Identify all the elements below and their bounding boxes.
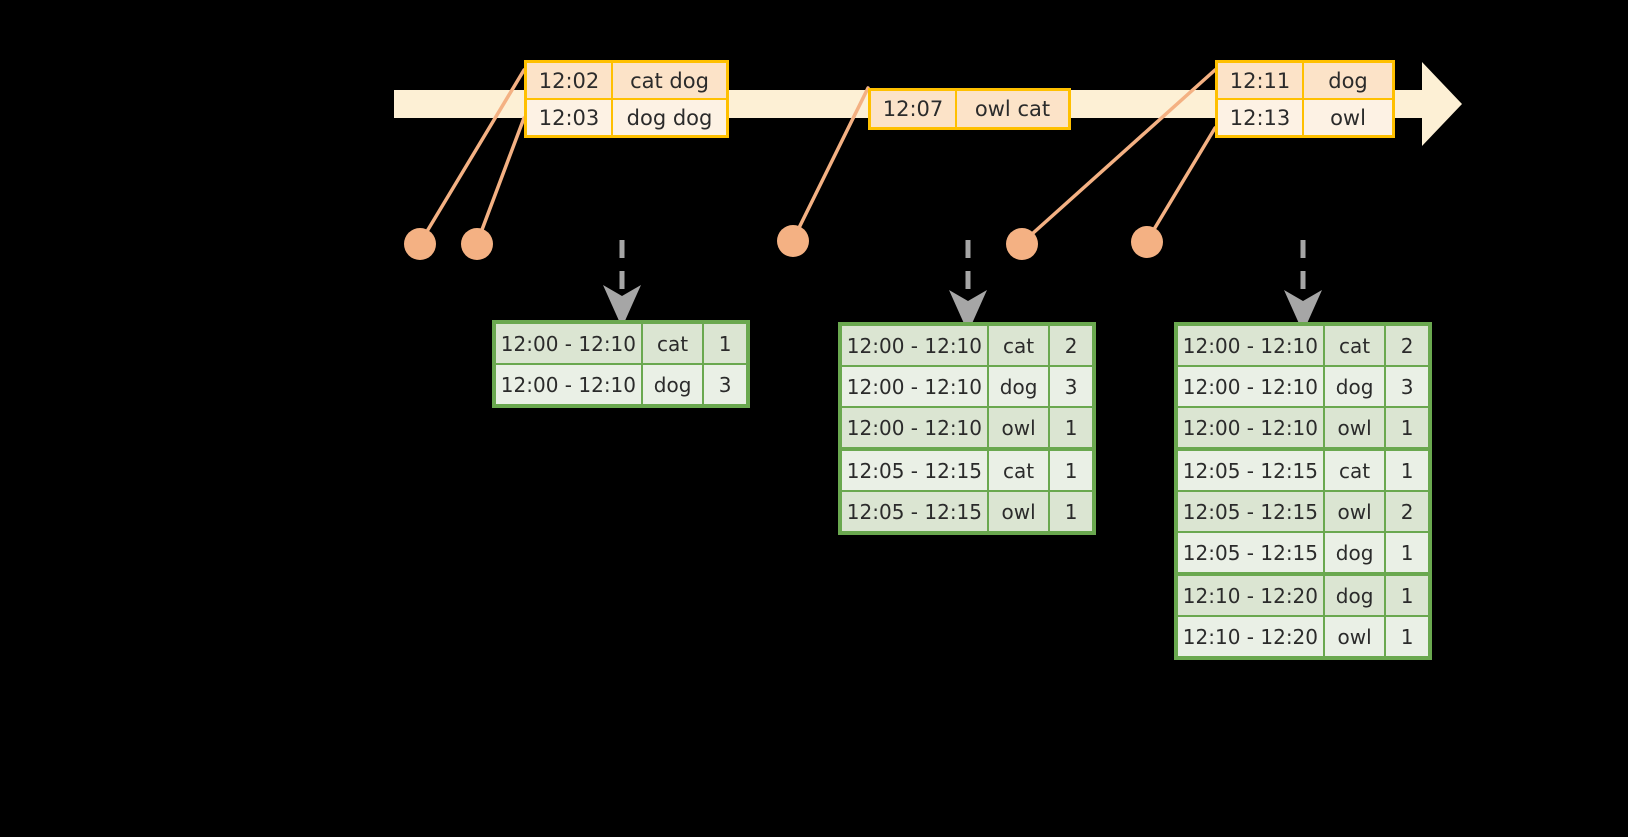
window-cell: 12:00 - 12:10 <box>842 408 989 447</box>
key-cell: dog <box>1325 576 1387 615</box>
event-words: cat dog <box>630 68 709 93</box>
event-box-3[interactable]: 12:11 dog 12:13 owl <box>1215 60 1395 138</box>
count-cell: 1 <box>1400 458 1414 483</box>
event-box-2[interactable]: 12:07 owl cat <box>868 88 1071 130</box>
table-row[interactable]: 12:00 - 12:10 cat 1 <box>496 324 746 363</box>
key-cell: cat <box>1325 451 1387 490</box>
table-row[interactable]: 12:00 - 12:10 dog 3 <box>1178 365 1428 406</box>
window-cell: 12:00 - 12:10 <box>496 365 643 404</box>
window-cell: 12:05 - 12:15 <box>1178 533 1325 572</box>
window-cell: 12:00 - 12:10 <box>1178 326 1325 365</box>
event-time: 12:07 <box>871 91 957 127</box>
count-cell: 2 <box>1400 333 1414 358</box>
window-cell: 12:00 - 12:10 <box>842 326 989 365</box>
count-cell: 2 <box>1400 499 1414 524</box>
table-row[interactable]: 12:05 - 12:15 cat 1 <box>1178 447 1428 490</box>
key-cell: dog <box>1325 367 1387 406</box>
event-words: owl cat <box>974 97 1051 121</box>
key-cell: owl <box>1325 617 1387 656</box>
window-cell: 12:00 - 12:10 <box>496 324 643 363</box>
count-cell: 1 <box>1400 415 1414 440</box>
key-cell: owl <box>1325 492 1387 531</box>
event-words: dog <box>1328 68 1368 93</box>
count-cell: 1 <box>1064 458 1078 483</box>
window-cell: 12:05 - 12:15 <box>1178 451 1325 490</box>
event-time: 12:03 <box>527 100 613 135</box>
count-cell: 1 <box>1400 624 1414 649</box>
connector-dot-4 <box>1006 228 1038 260</box>
table-row[interactable]: 12:05 - 12:15 cat 1 <box>842 447 1092 490</box>
table-row[interactable]: 12:00 - 12:10 owl 1 <box>1178 406 1428 447</box>
event-time: 12:11 <box>1218 63 1304 98</box>
table-row[interactable]: 12:05 - 12:15 owl 2 <box>1178 490 1428 531</box>
event-row[interactable]: 12:07 owl cat <box>871 91 1068 127</box>
table-row[interactable]: 12:10 - 12:20 owl 1 <box>1178 615 1428 656</box>
event-box-1[interactable]: 12:02 cat dog 12:03 dog dog <box>524 60 729 138</box>
window-cell: 12:05 - 12:15 <box>842 492 989 531</box>
window-cell: 12:05 - 12:15 <box>842 451 989 490</box>
window-cell: 12:10 - 12:20 <box>1178 576 1325 615</box>
event-row[interactable]: 12:02 cat dog <box>527 63 726 98</box>
count-cell: 2 <box>1064 333 1078 358</box>
window-cell: 12:05 - 12:15 <box>1178 492 1325 531</box>
connector-dots <box>404 225 1163 260</box>
key-cell: owl <box>1325 408 1387 447</box>
count-cell: 1 <box>1400 540 1414 565</box>
key-cell: dog <box>643 365 705 404</box>
table-row[interactable]: 12:00 - 12:10 dog 3 <box>496 363 746 404</box>
window-cell: 12:00 - 12:10 <box>1178 367 1325 406</box>
window-cell: 12:00 - 12:10 <box>842 367 989 406</box>
table-row[interactable]: 12:05 - 12:15 dog 1 <box>1178 531 1428 572</box>
key-cell: dog <box>989 367 1051 406</box>
connector-dot-2 <box>461 228 493 260</box>
key-cell: owl <box>989 492 1051 531</box>
key-cell: cat <box>989 451 1051 490</box>
connector-lines <box>418 68 1217 245</box>
event-row[interactable]: 12:03 dog dog <box>527 98 726 135</box>
count-cell: 1 <box>1064 499 1078 524</box>
count-cell: 1 <box>1064 415 1078 440</box>
table-row[interactable]: 12:05 - 12:15 owl 1 <box>842 490 1092 531</box>
window-cell: 12:00 - 12:10 <box>1178 408 1325 447</box>
count-cell: 1 <box>718 331 732 356</box>
key-cell: cat <box>1325 326 1387 365</box>
table-row[interactable]: 12:00 - 12:10 cat 2 <box>842 326 1092 365</box>
dashed-arrows <box>603 240 1322 333</box>
connector-dot-1 <box>404 228 436 260</box>
count-cell: 3 <box>1064 374 1078 399</box>
connector-line-1 <box>418 68 526 245</box>
connector-line-5 <box>1145 126 1217 243</box>
key-cell: cat <box>643 324 705 363</box>
event-row[interactable]: 12:11 dog <box>1218 63 1392 98</box>
result-table-3[interactable]: 12:00 - 12:10 cat 2 12:00 - 12:10 dog 3 … <box>1174 322 1432 660</box>
count-cell: 1 <box>1400 583 1414 608</box>
result-table-2[interactable]: 12:00 - 12:10 cat 2 12:00 - 12:10 dog 3 … <box>838 322 1096 535</box>
connector-dot-3 <box>777 225 809 257</box>
table-row[interactable]: 12:00 - 12:10 dog 3 <box>842 365 1092 406</box>
connector-line-4 <box>1020 68 1217 245</box>
count-cell: 3 <box>1400 374 1414 399</box>
result-table-1[interactable]: 12:00 - 12:10 cat 1 12:00 - 12:10 dog 3 <box>492 320 750 408</box>
event-words: owl <box>1330 105 1366 130</box>
table-row[interactable]: 12:10 - 12:20 dog 1 <box>1178 572 1428 615</box>
event-words: dog dog <box>626 105 713 130</box>
count-cell: 3 <box>718 372 732 397</box>
table-row[interactable]: 12:00 - 12:10 cat 2 <box>1178 326 1428 365</box>
table-row[interactable]: 12:00 - 12:10 owl 1 <box>842 406 1092 447</box>
key-cell: dog <box>1325 533 1387 572</box>
event-row[interactable]: 12:13 owl <box>1218 98 1392 135</box>
key-cell: cat <box>989 326 1051 365</box>
connector-dot-5 <box>1131 226 1163 258</box>
key-cell: owl <box>989 408 1051 447</box>
connector-line-3 <box>791 86 870 242</box>
window-cell: 12:10 - 12:20 <box>1178 617 1325 656</box>
event-time: 12:02 <box>527 63 613 98</box>
connector-line-2 <box>475 116 526 245</box>
event-time: 12:13 <box>1218 100 1304 135</box>
